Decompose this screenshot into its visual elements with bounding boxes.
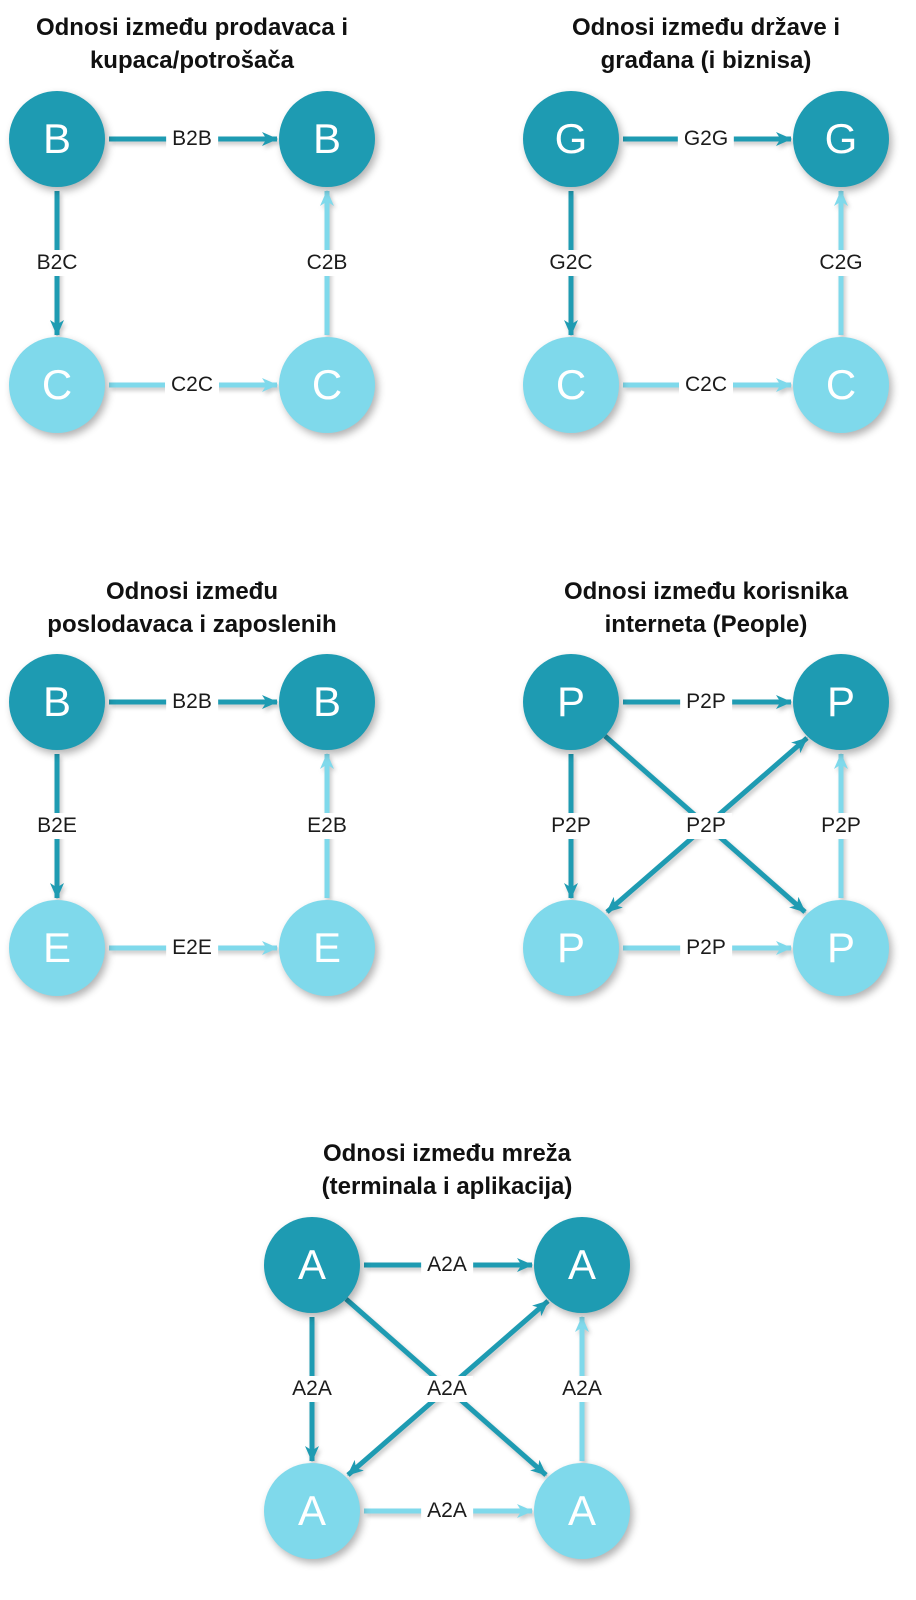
title-line: kupaca/potrošača [89,46,295,74]
edge-label-top: A2A [421,1252,473,1278]
node-bottom-right: E [279,900,375,996]
node-bottom-left: P [523,900,619,996]
diagram-title-networks: Odnosi između mreža (terminala i aplikac… [322,1138,573,1203]
edge-label-left: P2P [545,813,597,839]
edge-label-bottom: C2C [164,372,220,398]
node-bottom-left: C [9,337,105,433]
diagram-employers-employees: B B E E B2B B2E E2B E2E [9,654,375,996]
diagram-title-state-citizens: Odnosi između države i građana (i biznis… [572,12,840,77]
edge-label-left: G2C [543,250,599,276]
node-bottom-left: C [523,337,619,433]
diagram-title-sellers-buyers: Odnosi između prodavaca i kupaca/potroša… [36,12,348,77]
node-top-right: P [793,654,889,750]
node-top-left: G [523,91,619,187]
diagram-sellers-buyers: B B C C B2B B2C C2B C2C [9,91,375,433]
edge-label-top: B2B [166,689,218,715]
diagram-state-citizens: G G C C G2G G2C C2G C2C [523,91,889,433]
edge-label-top: P2P [680,689,732,715]
edge-label-left: B2E [31,813,83,839]
node-top-left: A [264,1217,360,1313]
node-top-right: B [279,91,375,187]
node-bottom-right: P [793,900,889,996]
edge-label-right: P2P [815,813,867,839]
edge-label-right: C2B [300,250,354,276]
title-line: građana (i biznisa) [600,46,812,74]
node-bottom-right: A [534,1463,630,1559]
edge-label-bottom: E2E [166,935,218,961]
node-bottom-right: C [793,337,889,433]
title-line: Odnosi između korisnika [563,578,849,605]
edge-label-left: A2A [286,1376,338,1402]
title-line: interneta (People) [604,610,808,638]
edge-label-bottom: A2A [421,1498,473,1524]
title-line: poslodavaca i zaposlenih [47,610,337,638]
edge-label-right: E2B [301,813,353,839]
title-line: Odnosi između mreža [322,1140,572,1167]
title-line: Odnosi između države i [571,14,841,41]
diagram-networks: A A A A A2A A2A A2A A2A A2A [264,1217,630,1559]
node-top-right: B [279,654,375,750]
node-top-left: B [9,654,105,750]
edge-label-right: A2A [556,1376,608,1402]
node-bottom-left: E [9,900,105,996]
node-top-right: A [534,1217,630,1313]
edge-label-bottom: C2C [678,372,734,398]
edge-label-left: B2C [30,250,84,276]
edge-label-top: B2B [166,126,218,152]
node-top-left: B [9,91,105,187]
edge-label-right: C2G [813,250,869,276]
node-top-right: G [793,91,889,187]
node-bottom-left: A [264,1463,360,1559]
edge-label-center: P2P [680,813,732,839]
edge-label-top: G2G [677,126,735,152]
diagram-internet-users: P P P P P2P P2P P2P P2P P2P [523,654,889,996]
title-line: (terminala i aplikacija) [321,1172,573,1200]
edge-label-bottom: P2P [680,935,732,961]
title-line: Odnosi između [105,578,279,605]
diagram-title-internet-users: Odnosi između korisnika interneta (Peopl… [564,576,848,641]
title-line: Odnosi između prodavaca i [35,14,349,41]
diagram-title-employers-employees: Odnosi između poslodavaca i zaposlenih [47,576,336,641]
node-top-left: P [523,654,619,750]
edge-label-center: A2A [421,1376,473,1402]
node-bottom-right: C [279,337,375,433]
